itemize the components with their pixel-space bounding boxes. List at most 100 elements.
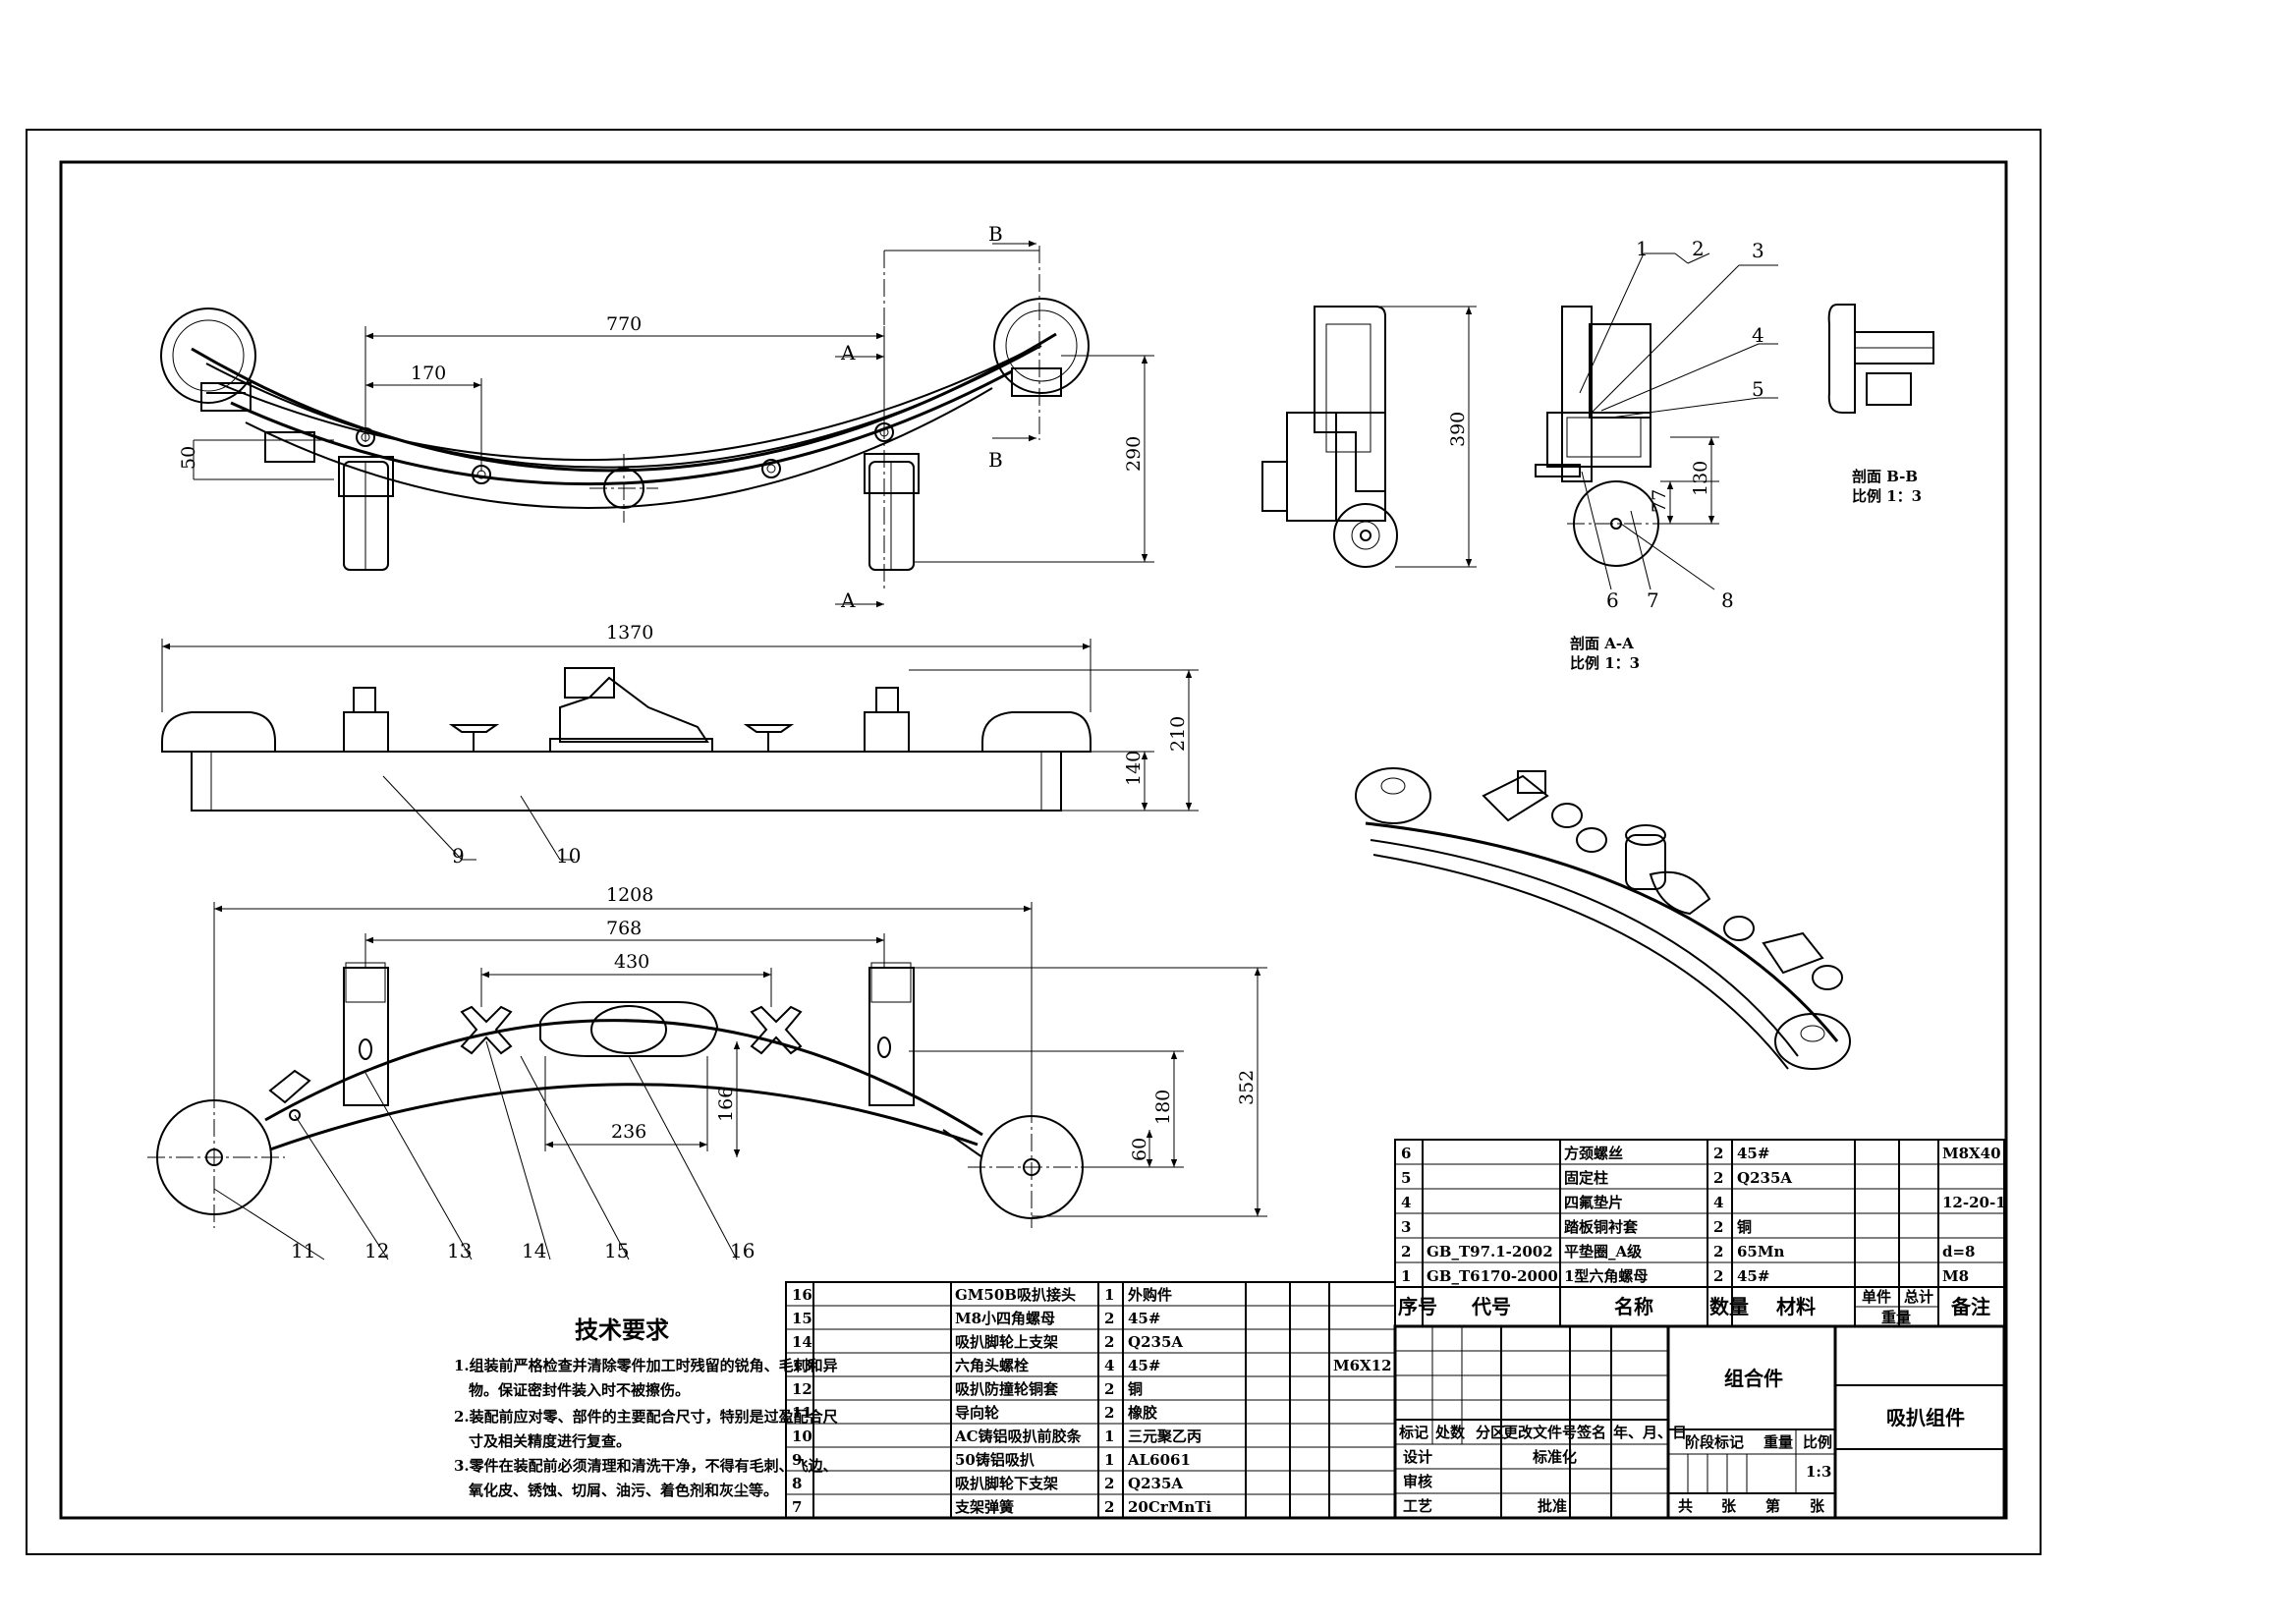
tb-mark: 标记: [1398, 1424, 1428, 1441]
bom-note: M8: [1942, 1267, 1969, 1285]
tb-stage-mark: 阶段标记: [1685, 1433, 1744, 1451]
dim-1370: 1370: [606, 622, 653, 644]
tb-total: 共: [1678, 1497, 1693, 1515]
bom-header-total: 总计: [1904, 1288, 1933, 1306]
bom-name: 吸扒脚轮下支架: [955, 1475, 1058, 1492]
bom-qty: 2: [1713, 1218, 1723, 1236]
balloon-4: 4: [1752, 323, 1764, 347]
bom-header-weight: 重量: [1881, 1309, 1911, 1326]
bom-qty: 2: [1104, 1498, 1114, 1516]
title-block-text: 组合件 吸扒组件 标记 处数 分区 更改文件号 签名 年、月、日 设计 标准化 …: [1398, 1367, 1965, 1515]
isometric-view: [1355, 767, 1851, 1070]
bom-no: 6: [1401, 1145, 1411, 1162]
bom-name: 固定柱: [1564, 1169, 1608, 1187]
bom-no: 14: [792, 1333, 812, 1351]
bom-name: GM50B吸扒接头: [955, 1286, 1076, 1304]
bom-name: 吸扒防撞轮铜套: [955, 1380, 1059, 1398]
tb-scale-value: 1:3: [1806, 1463, 1831, 1481]
bom-name: 六角头螺栓: [955, 1357, 1029, 1374]
dim-290: 290: [1123, 436, 1145, 472]
bom-name: 平垫圈_A级: [1564, 1243, 1643, 1260]
dim-770: 770: [606, 313, 642, 335]
bom-qty: 2: [1713, 1169, 1723, 1187]
balloon-8: 8: [1721, 588, 1734, 612]
section-bb-view: [1827, 304, 1934, 414]
bom-note: 12-20-1: [1942, 1194, 2006, 1211]
bom-qty: 4: [1713, 1194, 1723, 1211]
tech-line-4: 寸及相关精度进行复查。: [469, 1432, 631, 1450]
bom-no: 4: [1401, 1194, 1411, 1211]
tech-line-2: 物。保证密封件装入时不被擦伤。: [469, 1381, 690, 1399]
bom-header-mat: 材料: [1776, 1295, 1816, 1318]
tech-line-1: 1.组装前严格检查并清除零件加工时残留的锐角、毛刺和异: [454, 1357, 838, 1374]
bom-header-note: 备注: [1950, 1295, 1990, 1318]
bom-qty: 2: [1713, 1243, 1723, 1260]
bom-name: 1型六角螺母: [1564, 1267, 1648, 1285]
tb-no: 第: [1765, 1497, 1780, 1515]
bom-code: GB_T97.1-2002: [1427, 1243, 1553, 1260]
dim-180: 180: [1152, 1090, 1174, 1125]
balloon-13: 13: [447, 1239, 472, 1262]
balloon-16: 16: [730, 1239, 755, 1262]
tb-drawing-name: 吸扒组件: [1886, 1406, 1965, 1429]
bom-no: 7: [792, 1498, 802, 1516]
tb-assembly: 组合件: [1724, 1367, 1783, 1390]
dim-390: 390: [1447, 412, 1469, 447]
tb-process: 工艺: [1403, 1497, 1432, 1515]
section-aa-view: [1535, 252, 1778, 590]
bom-qty: 1: [1104, 1428, 1114, 1445]
bom-mat: 45#: [1128, 1357, 1160, 1374]
bom-qty: 2: [1104, 1380, 1114, 1398]
bom-name: 方颈螺丝: [1564, 1145, 1623, 1162]
bom-qty: 4: [1104, 1357, 1114, 1374]
dim-170: 170: [411, 363, 446, 384]
tb-approve: 批准: [1538, 1497, 1567, 1515]
bom-mat: Q235A: [1128, 1333, 1183, 1351]
bom-name: M8小四角螺母: [955, 1310, 1055, 1327]
bom-left-rows: 16 GM50B吸扒接头 1 外购件 15 M8小四角螺母 2 45# 14 吸…: [792, 1286, 1392, 1516]
title-block-grid: [1393, 1324, 2006, 1520]
bom-no: 2: [1401, 1243, 1411, 1260]
bom-right-rows: 6 方颈螺丝 2 45# M8X40 5 固定柱 2 Q235A 4 四氟垫片 …: [1398, 1145, 2006, 1326]
bom-mat: 45#: [1737, 1145, 1769, 1162]
bom-header-qty: 数量: [1709, 1295, 1749, 1318]
tb-date: 年、月、日: [1613, 1424, 1687, 1441]
bom-no: 12: [792, 1380, 812, 1398]
bom-no: 11: [792, 1404, 812, 1422]
plan-view: [147, 902, 1267, 1260]
tech-line-6: 氧化皮、锈蚀、切屑、油污、着色剂和灰尘等。: [468, 1482, 778, 1499]
bom-mat: AL6061: [1127, 1451, 1191, 1469]
front-view: [161, 639, 1199, 861]
bom-name: 50铸铝吸扒: [955, 1451, 1036, 1469]
bom-qty: 1: [1104, 1451, 1114, 1469]
dim-768: 768: [606, 918, 642, 939]
balloon-3: 3: [1752, 239, 1764, 262]
dim-166: 166: [715, 1087, 737, 1122]
bom-mat: 65Mn: [1737, 1243, 1784, 1260]
balloon-11: 11: [291, 1239, 315, 1262]
bom-no: 5: [1401, 1169, 1411, 1187]
bom-no: 8: [792, 1475, 802, 1492]
tb-sheet2: 张: [1810, 1497, 1825, 1515]
tb-sign: 签名: [1576, 1424, 1606, 1441]
dim-77: 77: [1649, 489, 1670, 513]
bom-name: 导向轮: [955, 1404, 999, 1422]
balloon-12: 12: [364, 1239, 389, 1262]
bom-name: 支架弹簧: [954, 1498, 1014, 1516]
bom-no: 13: [792, 1357, 812, 1374]
bom-name: 四氟垫片: [1564, 1194, 1623, 1211]
dim-130: 130: [1690, 461, 1711, 496]
dim-236: 236: [611, 1121, 646, 1143]
bom-mat: 20CrMnTi: [1128, 1498, 1211, 1516]
section-bb-title: 剖面 B-B: [1852, 468, 1918, 485]
bom-mat: 三元聚乙丙: [1128, 1428, 1202, 1445]
bom-no: 15: [792, 1310, 812, 1327]
bom-mat: Q235A: [1737, 1169, 1792, 1187]
dim-430: 430: [614, 951, 649, 973]
balloon-14: 14: [522, 1239, 546, 1262]
balloon-15: 15: [604, 1239, 629, 1262]
tb-sheet: 张: [1721, 1497, 1737, 1515]
tb-design: 设计: [1403, 1448, 1432, 1466]
bom-note: M8X40: [1942, 1145, 2001, 1162]
